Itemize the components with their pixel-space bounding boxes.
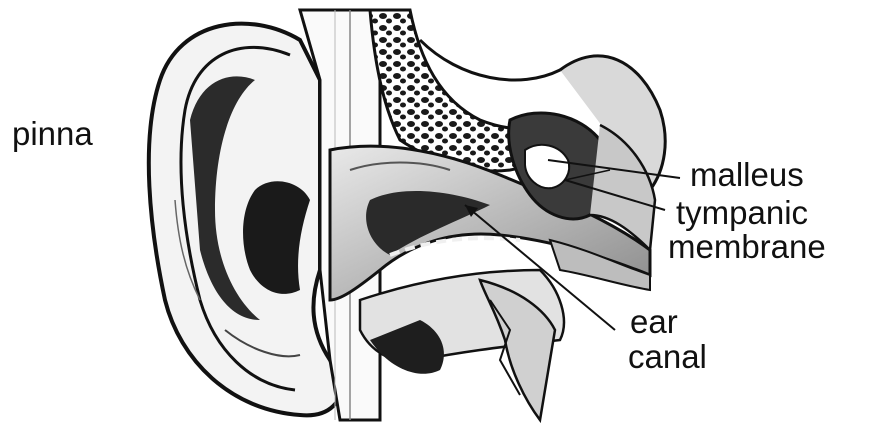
label-ear-canal-line1: ear: [630, 304, 678, 340]
pinna-shape: [149, 24, 341, 416]
label-pinna: pinna: [12, 116, 93, 152]
label-tympanic-line1: tympanic: [676, 195, 808, 231]
label-malleus: malleus: [690, 157, 804, 193]
lower-tissue: [360, 240, 650, 420]
label-ear-canal-line2: canal: [628, 339, 707, 375]
label-tympanic-line2: membrane: [668, 229, 826, 265]
